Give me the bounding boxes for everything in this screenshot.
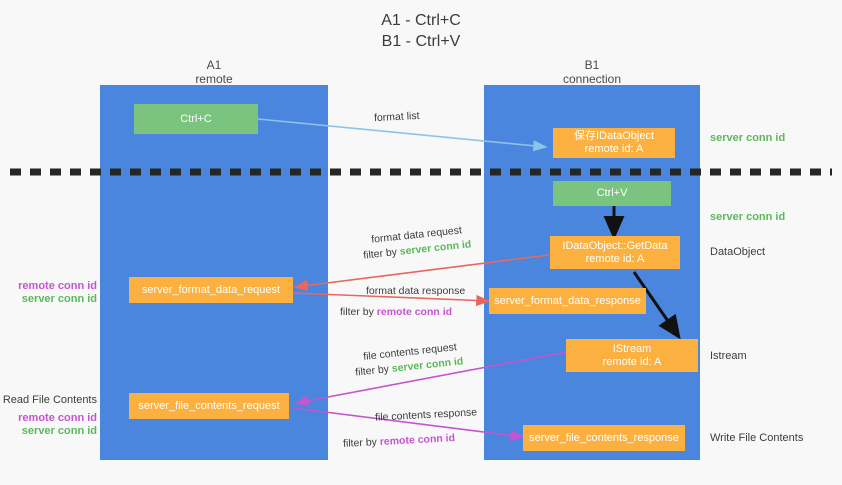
box-server-file-contents-response-label: server_file_contents_response (529, 431, 679, 444)
box-server-format-data-response-label: server_format_data_response (494, 294, 641, 307)
box-server-file-contents-response[interactable]: server_file_contents_response (523, 425, 685, 451)
box-ctrl-c[interactable]: Ctrl+C (134, 104, 258, 134)
edge-label-format-data-response: format data response (366, 285, 466, 297)
annotation-left-remote-conn-id-1: remote conn id (18, 280, 97, 292)
box-server-format-data-request-label: server_format_data_request (141, 283, 281, 296)
box-server-file-contents-request[interactable]: server_file_contents_request (129, 393, 289, 419)
box-save-idataobject-label: 保存IDataObject (573, 130, 655, 142)
edge-label-file-contents-response-filter: filter by remote conn id (343, 431, 456, 451)
filter-prefix: filter by (340, 306, 377, 318)
lane-header-b1-name: B1 (584, 58, 600, 72)
box-server-file-contents-request-label: server_file_contents_request (138, 399, 280, 412)
box-server-format-data-request[interactable]: server_format_data_request (129, 277, 293, 303)
box-idataobject-getdata-label: IDataObject::GetData (562, 239, 668, 252)
filter-prefix: filter by (362, 245, 401, 262)
filter-prefix: filter by (354, 362, 393, 379)
box-ctrl-v[interactable]: Ctrl+V (553, 181, 671, 206)
title-line-2: B1 - Ctrl+V (381, 33, 461, 50)
box-save-idataobject[interactable]: 保存IDataObject remote id: A (553, 128, 675, 158)
box-istream-sub: remote id: A (602, 355, 662, 368)
box-idataobject-getdata[interactable]: IDataObject::GetData remote id: A (550, 236, 680, 269)
annotation-right-server-conn-id-2: server conn id (710, 211, 786, 223)
annotation-left-read-file-contents: Read File Contents (2, 394, 97, 406)
box-idataobject-getdata-sub: remote id: A (585, 252, 645, 265)
filter-value-remote-conn-id: remote conn id (379, 432, 456, 448)
annotation-left-server-conn-id-2: server conn id (21, 425, 97, 437)
box-istream[interactable]: IStream remote id: A (566, 339, 698, 372)
lane-header-b1-sub: connection (562, 72, 622, 86)
title-line-1: A1 - Ctrl+C (381, 12, 461, 29)
box-save-idataobject-sub: remote id: A (584, 143, 644, 155)
annotation-left-remote-conn-id-2: remote conn id (18, 412, 97, 424)
lane-header-b1: B1 connection (512, 58, 672, 86)
annotation-right-write-file-contents: Write File Contents (710, 432, 804, 444)
lane-header-a1-name: A1 (206, 58, 222, 72)
annotation-left-server-conn-id-1: server conn id (21, 293, 97, 305)
annotation-right-dataobject: DataObject (710, 246, 766, 258)
filter-prefix: filter by (342, 436, 381, 450)
filter-value-remote-conn-id: remote conn id (376, 306, 453, 318)
box-istream-label: IStream (612, 342, 652, 355)
page-title: A1 - Ctrl+C B1 - Ctrl+V (0, 10, 842, 52)
lane-header-a1-sub: remote (195, 72, 233, 86)
edge-label-format-list: format list (373, 109, 420, 125)
box-ctrl-v-label: Ctrl+V (596, 187, 628, 199)
edge-label-file-contents-response: file contents response (374, 406, 478, 424)
box-ctrl-c-label: Ctrl+C (180, 112, 212, 125)
box-server-format-data-response[interactable]: server_format_data_response (489, 288, 646, 314)
edge-label-format-data-response-filter: filter by remote conn id (340, 305, 452, 319)
annotation-right-server-conn-id-1: server conn id (710, 132, 786, 144)
lane-header-a1: A1 remote (134, 58, 294, 86)
annotation-right-istream: Istream (710, 350, 747, 362)
